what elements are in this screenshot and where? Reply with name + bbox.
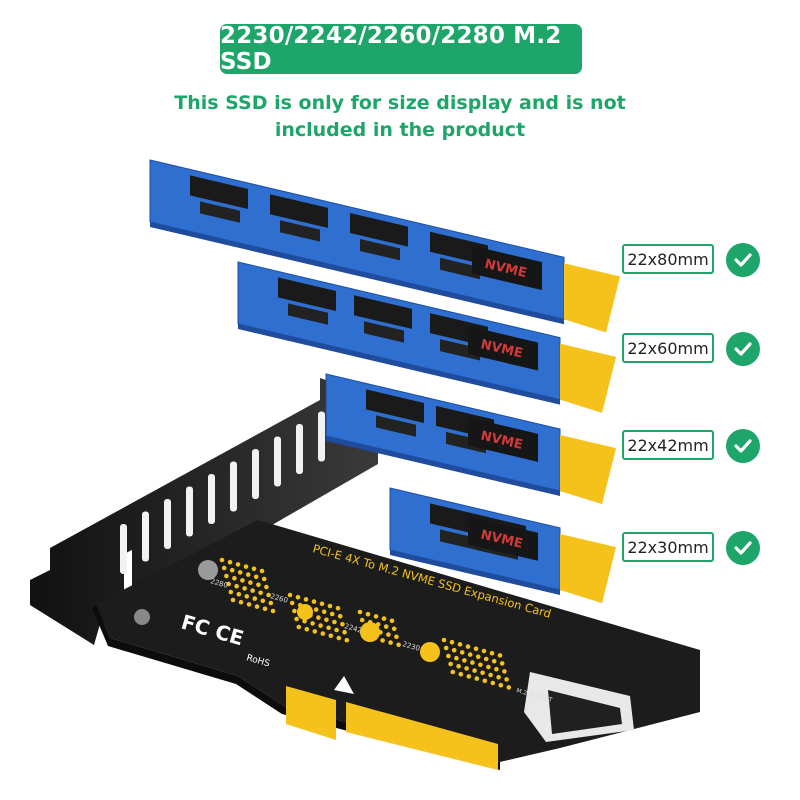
check-icon xyxy=(726,429,760,463)
check-icon xyxy=(726,332,760,366)
disclaimer-line-1: This SSD is only for size display and is… xyxy=(174,92,626,114)
check-icon xyxy=(726,531,760,565)
mount-hole-2260 xyxy=(297,604,313,620)
size-label-2242: 22x42mm xyxy=(622,430,714,460)
mount-hole-2230 xyxy=(420,642,440,662)
size-label-2230: 22x30mm xyxy=(622,532,714,562)
ssd-2242: NVME xyxy=(325,373,616,505)
pcie-bracket xyxy=(30,378,378,645)
bracket-screw xyxy=(134,609,150,625)
size-label-text: 22x80mm xyxy=(627,249,709,269)
size-label-2260: 22x60mm xyxy=(622,333,714,363)
disclaimer-note: This SSD is only for size display and is… xyxy=(150,90,650,144)
pcie-gold-fingers-short xyxy=(286,686,336,740)
size-label-text: 22x60mm xyxy=(627,338,709,358)
ssd-2260: NVME xyxy=(237,261,616,413)
ssd-size-banner: 2230/2242/2260/2280 M.2 SSD xyxy=(220,23,582,75)
banner-title: 2230/2242/2260/2280 M.2 SSD xyxy=(220,23,562,75)
size-label-text: 22x30mm xyxy=(627,537,709,557)
size-label-2280: 22x80mm xyxy=(622,244,714,274)
ssd-2230: NVME xyxy=(389,487,616,604)
pcie-gold-fingers-long xyxy=(346,702,498,770)
mount-hole-2242 xyxy=(360,622,380,642)
check-icon xyxy=(726,243,760,277)
disclaimer-line-2: included in the product xyxy=(274,119,526,141)
ssd-2280: NVME xyxy=(149,159,620,333)
size-label-text: 22x42mm xyxy=(627,435,709,455)
mount-screw-2280 xyxy=(198,560,218,580)
warning-icon xyxy=(334,676,354,694)
